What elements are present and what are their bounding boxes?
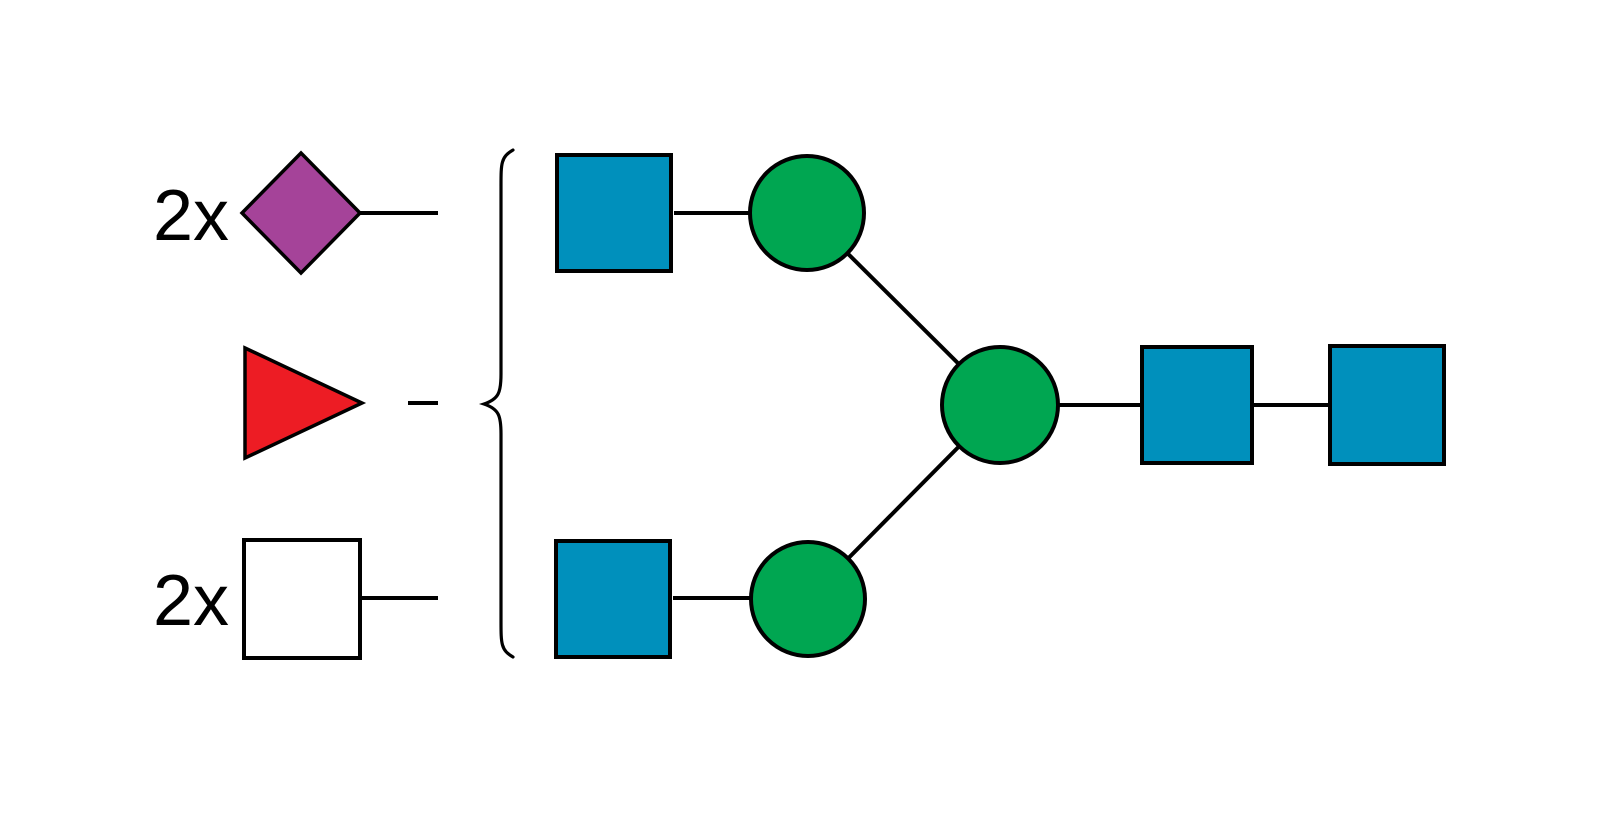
- left-panel: 2x 2x: [153, 148, 515, 660]
- core-glcnac-square-1-icon: [1140, 345, 1254, 465]
- bottom-arm-glcnac-square-icon: [554, 539, 672, 659]
- generic-monosaccharide-square-icon: [242, 538, 362, 660]
- top-arm-glcnac-square-icon: [555, 153, 673, 273]
- multiplier-label-bottom: 2x: [153, 561, 229, 641]
- fucose-triangle-icon: [243, 345, 367, 461]
- bottom-arm-mannose-circle-icon: [749, 540, 867, 658]
- top-arm-mannose-circle-icon: [748, 154, 866, 272]
- glycan-tree: [554, 153, 1446, 659]
- multiplier-label-top: 2x: [153, 176, 229, 256]
- core-mannose-circle-icon: [940, 345, 1060, 465]
- core-glcnac-square-2-icon: [1328, 344, 1446, 466]
- curly-brace: [478, 148, 515, 659]
- sialic-acid-diamond-icon: [239, 150, 363, 276]
